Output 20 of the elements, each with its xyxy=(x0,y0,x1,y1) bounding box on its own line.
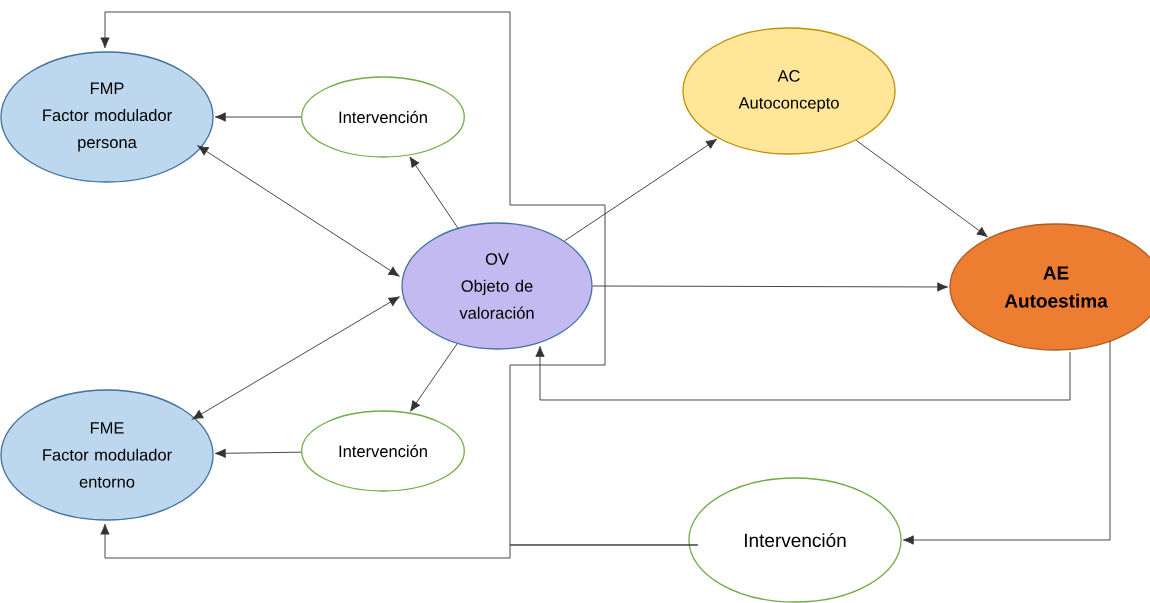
arrow xyxy=(410,343,458,412)
ellipse-node: AC Autoconcepto xyxy=(682,27,896,155)
arrow xyxy=(214,112,302,122)
ellipse-node: AE Autoestima xyxy=(949,223,1150,351)
ellipse-node: Intervención xyxy=(301,410,465,492)
arrow xyxy=(902,340,1111,545)
arrow xyxy=(192,296,400,420)
arrow xyxy=(409,156,459,229)
arrow xyxy=(100,523,699,559)
arrow xyxy=(592,282,949,292)
ellipse-node: Intervención xyxy=(301,76,465,158)
arrow xyxy=(197,145,400,277)
arrow xyxy=(855,139,988,238)
ellipse-node: FMP Factor modulador persona xyxy=(0,51,214,183)
ellipse-node: Intervención xyxy=(688,477,902,603)
arrow xyxy=(214,448,302,458)
arrow xyxy=(535,346,1071,401)
arrow xyxy=(564,138,717,242)
ellipse-node: FME Factor modulador entorno xyxy=(0,389,214,521)
ellipse-node: OV Objeto de valoración xyxy=(401,222,593,350)
